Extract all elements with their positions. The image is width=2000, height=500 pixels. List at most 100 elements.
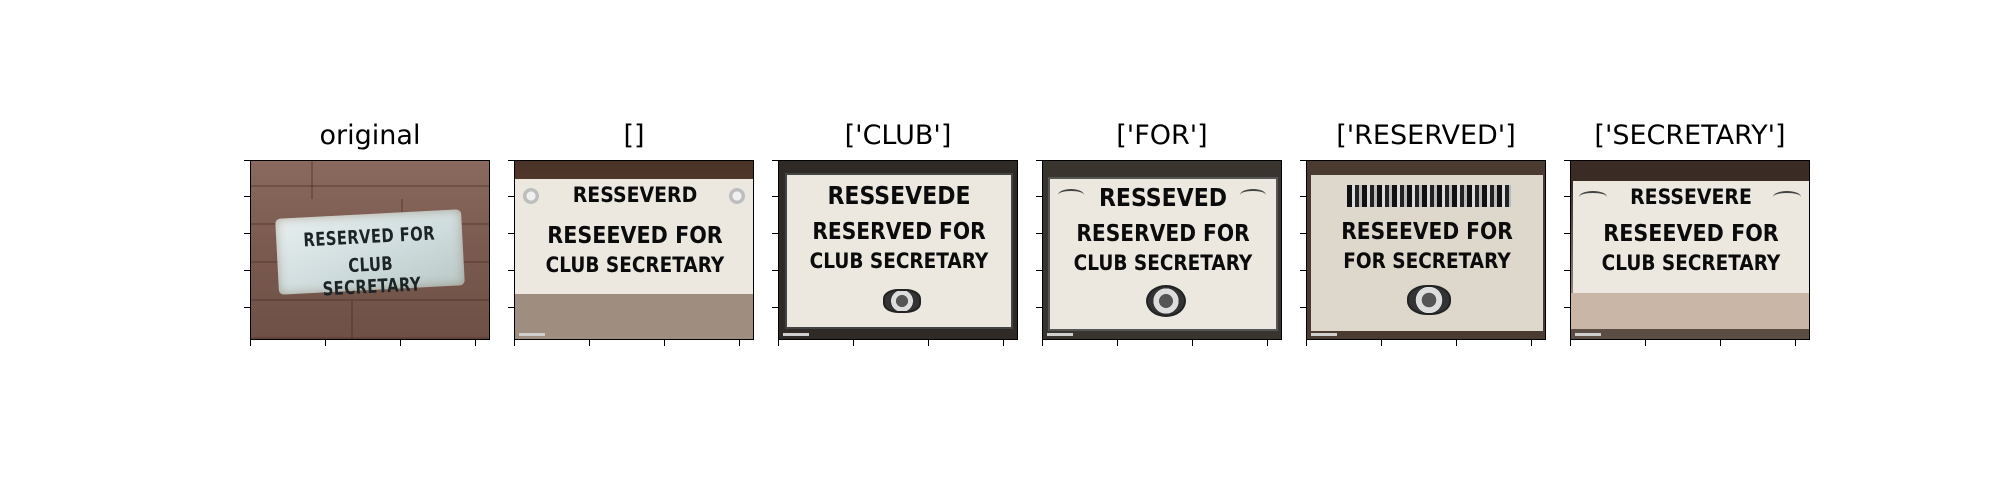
y-tick <box>1300 307 1306 308</box>
watermark <box>783 333 809 336</box>
sign-text-line-2: RESERVED FOR <box>812 219 986 245</box>
y-tick <box>244 196 250 197</box>
sign-text-line-2: RESERVED FOR <box>1076 221 1250 247</box>
sign-plate: RESERVED FOR CLUB SECRETARY <box>275 209 465 301</box>
sign-text-line-1: RESSEVED <box>1098 183 1228 212</box>
panel-title: ['FOR'] <box>1116 120 1208 151</box>
scroll-ornament-icon <box>1240 189 1266 201</box>
sign-text-line-2: RESEEVED FOR <box>547 223 723 249</box>
watermark <box>519 333 545 336</box>
y-tick <box>244 233 250 234</box>
y-tick <box>772 196 778 197</box>
mortar-line <box>351 301 353 339</box>
x-tick <box>1456 340 1457 346</box>
panel-reserved: ['RESERVED'] RESEEVED FOR FOR SECRETARY <box>1300 120 1546 346</box>
sign-text-line-1: RESSEVERE <box>1630 185 1752 209</box>
sign-text-line-1: RESSEVEDE <box>827 181 971 210</box>
x-tick <box>928 340 929 346</box>
panel-original: original RESERVED FOR CLUB SECRETARY <box>244 120 490 346</box>
y-tick <box>1036 160 1042 161</box>
scroll-ornament-icon <box>1058 189 1084 201</box>
y-tick <box>508 196 514 197</box>
panel-title: ['SECRETARY'] <box>1594 120 1786 151</box>
y-tick <box>1300 233 1306 234</box>
x-tick <box>778 340 779 346</box>
x-tick <box>325 340 326 346</box>
sign-board: RESEEVED FOR FOR SECRETARY <box>1311 175 1543 331</box>
y-tick <box>1564 160 1570 161</box>
emblem-icon <box>1146 285 1186 317</box>
decorative-pattern-band <box>1347 185 1511 207</box>
y-tick <box>244 160 250 161</box>
sign-text-line-2: FOR SECRETARY <box>1343 249 1511 273</box>
watermark <box>1575 333 1601 336</box>
x-tick <box>1570 340 1571 346</box>
y-tick <box>772 307 778 308</box>
y-tick <box>772 160 778 161</box>
image-original: RESERVED FOR CLUB SECRETARY <box>250 160 490 340</box>
sign-text-line-3: CLUB SECRETARY <box>1073 251 1253 275</box>
bolt-icon <box>523 188 539 204</box>
y-tick <box>508 270 514 271</box>
x-tick <box>1306 340 1307 346</box>
sign-text-line-2: CLUB SECRETARY <box>322 252 422 301</box>
y-tick <box>1036 196 1042 197</box>
sign-board: RESSEVED RESERVED FOR CLUB SECRETARY <box>1048 177 1278 331</box>
scroll-ornament-icon <box>1773 191 1801 203</box>
panel-title: ['RESERVED'] <box>1336 120 1516 151</box>
y-tick <box>1300 160 1306 161</box>
panel-club: ['CLUB'] RESSEVEDE RESERVED FOR CLUB SEC… <box>772 120 1018 346</box>
x-tick <box>1117 340 1118 346</box>
sign-board: RESSEVERD RESEEVED FOR CLUB SECRETARY <box>515 179 753 294</box>
x-tick <box>1003 340 1004 346</box>
y-tick <box>244 307 250 308</box>
x-tick <box>853 340 854 346</box>
y-tick <box>508 307 514 308</box>
image-generated: RESSEVEDE RESERVED FOR CLUB SECRETARY <box>778 160 1018 340</box>
x-tick <box>1720 340 1721 346</box>
panel-secretary: ['SECRETARY'] RESSEVERE RESEEVED FOR CLU… <box>1564 120 1810 346</box>
x-tick <box>1645 340 1646 346</box>
y-tick <box>1300 196 1306 197</box>
sign-text-line-2: RESEEVED FOR <box>1603 221 1779 247</box>
x-tick <box>664 340 665 346</box>
mortar-line <box>311 161 313 199</box>
x-tick <box>475 340 476 346</box>
x-tick <box>250 340 251 346</box>
panel-title: [] <box>623 120 645 151</box>
watermark <box>1047 333 1073 336</box>
floor-edge <box>1571 329 1809 339</box>
y-tick <box>772 233 778 234</box>
sign-text-line-1: RESSEVERD <box>572 183 698 207</box>
x-tick <box>1795 340 1796 346</box>
image-generated: RESSEVERD RESEEVED FOR CLUB SECRETARY <box>514 160 754 340</box>
shelf <box>1571 293 1809 329</box>
x-tick <box>1531 340 1532 346</box>
x-tick <box>1192 340 1193 346</box>
sign-board: RESSEVEDE RESERVED FOR CLUB SECRETARY <box>785 173 1013 329</box>
panel-for: ['FOR'] RESSEVED RESERVED FOR CLUB SECRE… <box>1036 120 1282 346</box>
y-tick <box>1564 307 1570 308</box>
image-generated: RESSEVED RESERVED FOR CLUB SECRETARY <box>1042 160 1282 340</box>
x-tick <box>514 340 515 346</box>
sign-text-line-1: RESERVED FOR <box>302 222 436 252</box>
shelf <box>515 294 753 339</box>
emblem-icon <box>883 289 921 313</box>
image-generated: RESEEVED FOR FOR SECRETARY <box>1306 160 1546 340</box>
panel-title: original <box>319 120 421 151</box>
y-tick <box>1036 270 1042 271</box>
sign-text-line-1: RESEEVED FOR <box>1341 219 1513 245</box>
y-tick <box>244 270 250 271</box>
y-tick <box>1564 196 1570 197</box>
panel-empty-prompt: [] RESSEVERD RESEEVED FOR CLUB SECRETARY <box>508 120 754 346</box>
y-tick <box>1300 270 1306 271</box>
x-tick <box>589 340 590 346</box>
x-tick <box>1381 340 1382 346</box>
scroll-ornament-icon <box>1579 191 1607 203</box>
y-tick <box>1036 307 1042 308</box>
y-tick <box>1564 233 1570 234</box>
watermark <box>1311 333 1337 336</box>
x-tick <box>1267 340 1268 346</box>
bolt-icon <box>729 188 745 204</box>
y-tick <box>772 270 778 271</box>
